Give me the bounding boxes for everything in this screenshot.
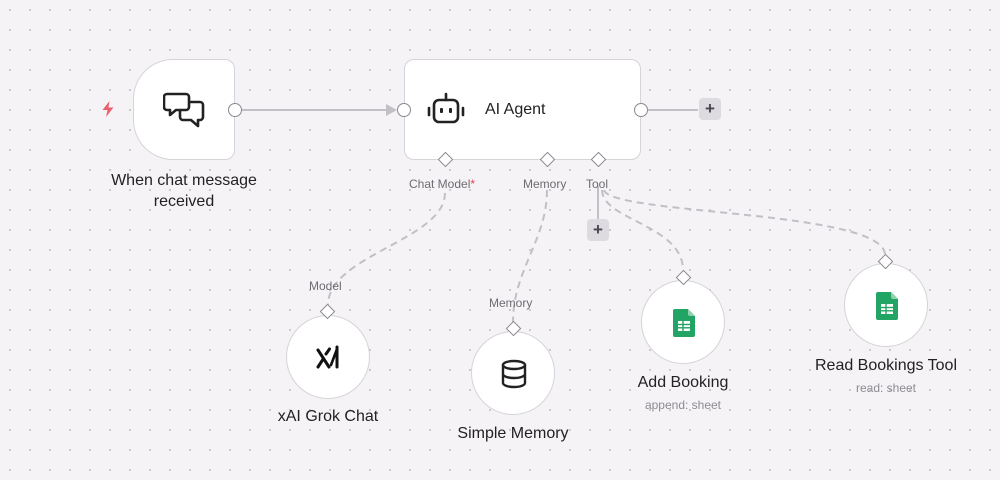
xai-grok-chat-label: xAI Grok Chat [277, 408, 379, 425]
edge-chat-model-to-grok [327, 192, 446, 306]
chat-model-port-label: Chat Model* [409, 177, 476, 191]
edge-tool-to-add-booking [601, 189, 684, 271]
simple-memory-port-label: Memory [489, 296, 533, 310]
xai-grok-chat-node[interactable] [286, 315, 370, 399]
ai-agent-node[interactable]: AI Agent [404, 59, 641, 160]
read-bookings-tool-subtitle: read: sheet [855, 381, 917, 395]
required-marker: * [470, 177, 476, 191]
agent-output-handle[interactable] [634, 103, 648, 117]
grok-port-label: Model [309, 279, 342, 293]
agent-add-next-button[interactable]: + [699, 98, 721, 120]
trigger-node-chat-message[interactable] [133, 59, 235, 160]
add-booking-subtitle: append: sheet [644, 398, 722, 412]
agent-input-handle[interactable] [397, 103, 411, 117]
add-booking-label: Add Booking [637, 374, 729, 391]
memory-port-label: Memory [523, 177, 567, 191]
google-sheets-icon [876, 292, 898, 320]
tool-add-button[interactable]: + [587, 219, 609, 241]
chat-bubbles-icon [163, 92, 205, 128]
robot-icon [427, 92, 465, 124]
tool-port-label: Tool [586, 177, 609, 191]
edge-tool-to-read-bookings [603, 189, 886, 256]
database-icon [501, 359, 527, 389]
read-bookings-tool-node[interactable] [844, 263, 928, 347]
edge-trigger-arrowhead [386, 104, 397, 116]
ai-agent-title: AI Agent [485, 101, 546, 118]
read-bookings-tool-label: Read Bookings Tool [814, 357, 958, 374]
trigger-output-handle[interactable] [228, 103, 242, 117]
trigger-node-label: When chat message received [111, 172, 257, 210]
simple-memory-node[interactable] [471, 331, 555, 415]
lightning-bolt-icon [102, 101, 114, 117]
simple-memory-label: Simple Memory [457, 425, 569, 442]
xai-logo-icon [316, 345, 339, 369]
google-sheets-icon [673, 309, 695, 337]
add-booking-node[interactable] [641, 280, 725, 364]
